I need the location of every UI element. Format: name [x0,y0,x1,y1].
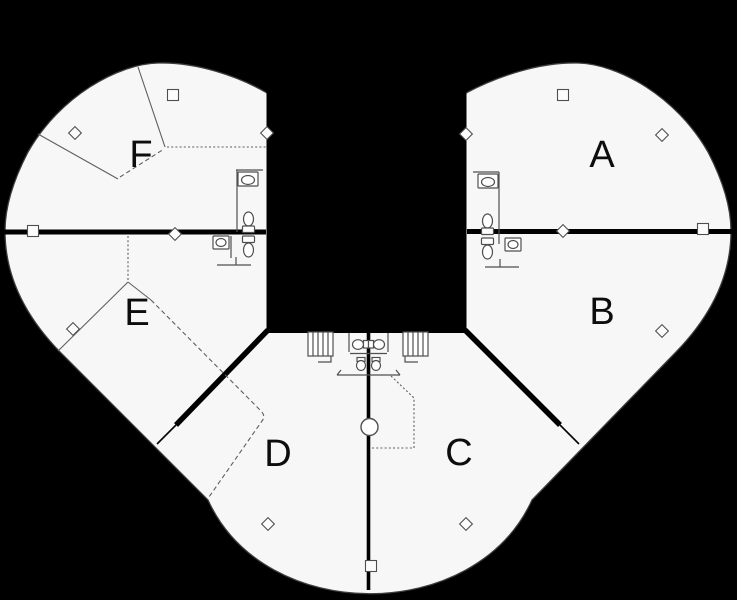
washroom-east-wall-bottom [485,259,519,268]
zone-labels: A B C D E F [124,134,615,475]
washroom-west-wall-bottom [217,257,251,266]
diamond-marker [654,323,670,339]
square-marker [166,88,180,102]
partition-e-branch-east [127,281,152,301]
zone-label-d: D [264,433,291,475]
square-marker [696,222,710,236]
diamond-marker [260,516,276,532]
toilet-icon [480,213,495,236]
toilet-icon [241,235,256,258]
partition-lines [37,66,415,498]
diamond-marker [259,125,275,141]
core-block [266,0,467,333]
stairs-arrow [404,356,418,363]
diamond-marker [167,226,183,242]
square-marker [556,88,570,102]
partition-f-west [37,133,119,180]
diamond-marker [458,516,474,532]
toilet-icon [355,356,367,372]
diamond-marker [555,223,571,239]
toilet-icon [480,237,495,260]
wall-bc-diagonal-tip [559,424,580,445]
wall-ed-diagonal-tip [156,424,177,445]
washroom-east [473,171,522,268]
sink-icon [212,235,230,250]
toilet-icon [370,356,382,372]
zone-label-e: E [124,292,149,334]
partition-ed-dashed-elbow [150,299,265,498]
sink-icon [477,173,499,189]
markers [26,88,710,573]
wall-ed-diagonal [174,328,270,427]
toilet-icon [241,211,256,234]
square-marker [364,559,378,573]
diamond-marker [458,126,474,142]
stairs-icon [307,331,334,363]
zone-label-f: F [129,134,152,176]
sink-icon [237,171,259,187]
sink-icon [504,237,522,252]
zone-label-c: C [445,432,472,474]
partition-e-branch-west [57,281,129,352]
partition-f-north [137,66,166,148]
diamond-marker [65,321,81,337]
column-icon [360,417,379,437]
diamond-marker [654,127,670,143]
washroom-south [307,331,429,376]
washroom-west [212,169,263,266]
stairs-icon [402,331,429,363]
toilet-icon [367,339,386,350]
counter-line [336,369,401,376]
stairs-arrow [318,356,332,363]
partition-f-dashed [119,148,165,178]
toilet-icon [351,339,370,350]
zone-label-a: A [589,134,615,176]
zone-label-b: B [589,291,614,333]
square-marker [26,224,40,238]
diamond-marker [67,125,83,141]
wall-bc-diagonal [463,328,562,427]
